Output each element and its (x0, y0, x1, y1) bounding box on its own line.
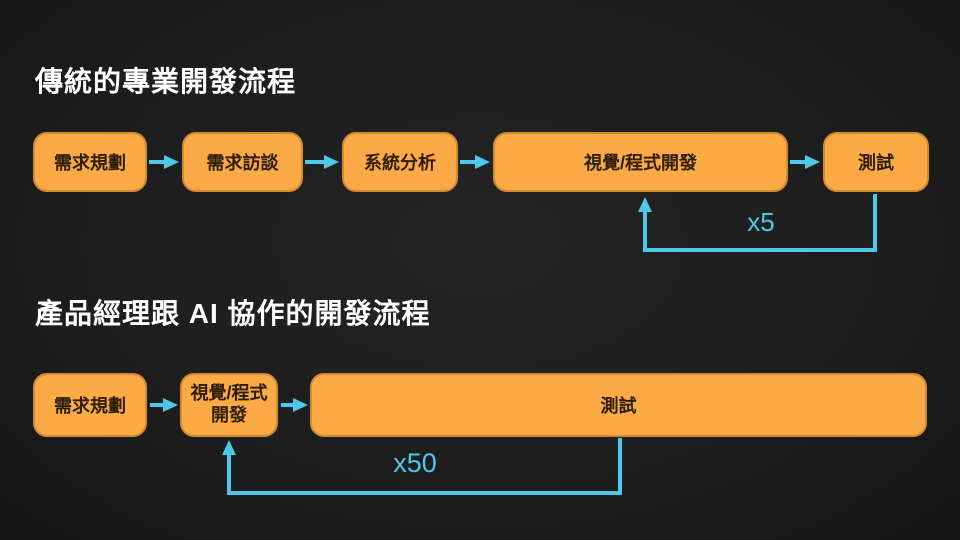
flow2-step-requirements-planning: 需求規劃 (33, 373, 147, 437)
flow1-step-visual-code-development: 視覺/程式開發 (493, 132, 788, 192)
node-label: 視覺/程式開發 (583, 153, 697, 173)
flow2-step-testing: 測試 (310, 373, 927, 437)
flow2-step-visual-code-development: 視覺/程式開發 (180, 373, 278, 437)
node-label: 需求規劃 (54, 153, 126, 173)
flow1-step-requirements-planning: 需求規劃 (33, 132, 147, 192)
node-label: 需求規劃 (54, 396, 126, 416)
node-label: 測試 (600, 396, 637, 416)
node-label: 測試 (858, 153, 894, 173)
flow1-step-system-analysis: 系統分析 (342, 132, 458, 192)
flow2-loop-count-label: x50 (393, 448, 437, 478)
flow1-step-requirements-interview: 需求訪談 (182, 132, 303, 192)
flow1-step-testing: 測試 (823, 132, 929, 192)
node-label: 視覺/程式開發 (190, 383, 268, 425)
flow1-loop-count-label: x5 (747, 207, 775, 237)
node-label: 系統分析 (364, 153, 436, 173)
flow2-title: 產品經理跟 AI 協作的開發流程 (35, 298, 431, 329)
node-label: 需求訪談 (206, 153, 279, 173)
flow1-title: 傳統的專業開發流程 (35, 66, 297, 97)
